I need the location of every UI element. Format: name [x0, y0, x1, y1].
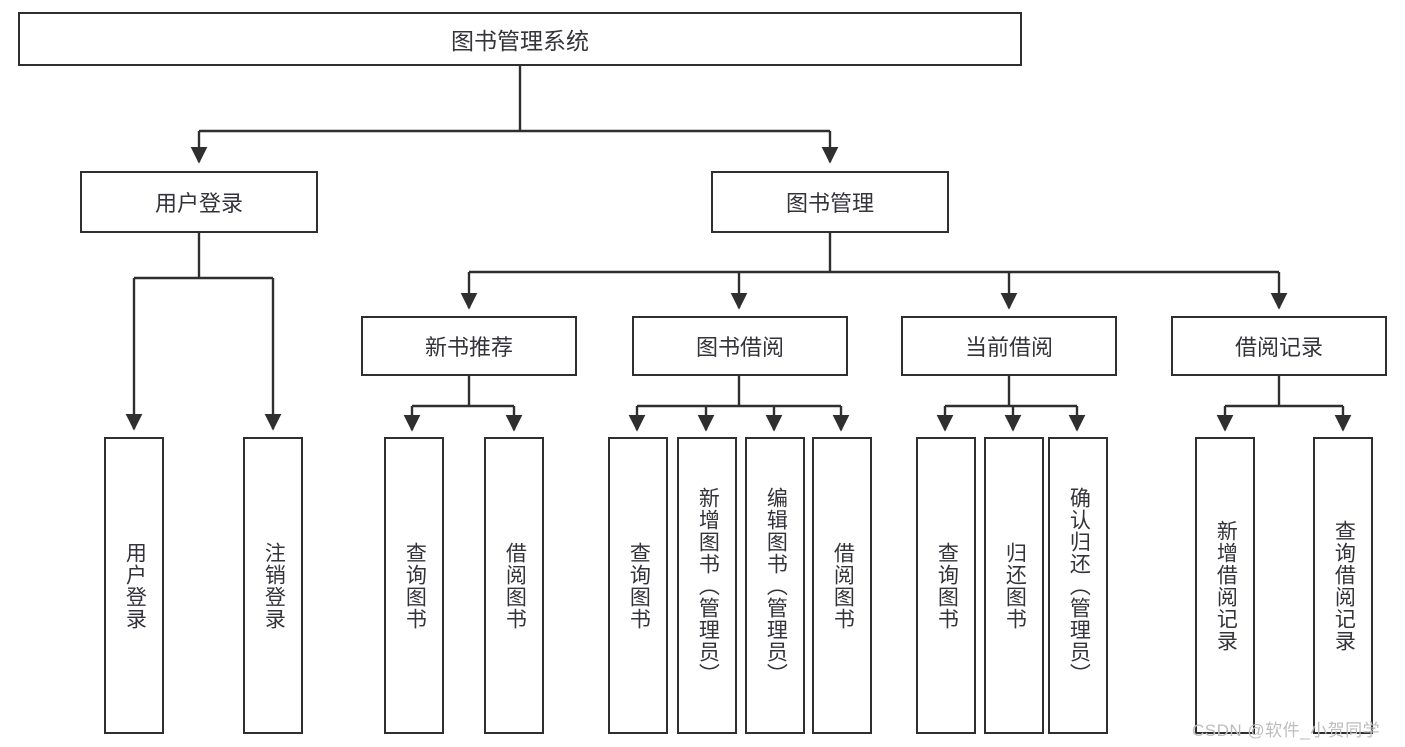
csdn-watermark: CSDN @软件_小贺同学: [1192, 721, 1381, 740]
node-new-book-recommend[interactable]: 新书推荐: [361, 316, 577, 376]
node-label: 新书推荐: [424, 335, 513, 360]
node-label: 当前借阅: [964, 335, 1053, 360]
node-label: 查询图书: [627, 541, 651, 630]
node-label: 新增借阅记录: [1214, 519, 1238, 652]
leaf-borrow-book-recommend[interactable]: 借阅图书: [484, 437, 544, 734]
leaf-add-book-admin[interactable]: 新增图书（管理员）: [677, 437, 737, 734]
node-label: 查询图书: [935, 541, 959, 630]
leaf-query-borrow-record[interactable]: 查询借阅记录: [1313, 437, 1373, 734]
node-label: 注销登录: [262, 541, 286, 630]
leaf-query-book-current[interactable]: 查询图书: [916, 437, 976, 734]
node-label: 借阅图书: [503, 541, 527, 630]
node-label: 查询借阅记录: [1332, 519, 1356, 652]
node-label: 图书管理系统: [451, 28, 589, 54]
leaf-user-login[interactable]: 用户登录: [104, 437, 164, 734]
leaf-borrow-book[interactable]: 借阅图书: [812, 437, 872, 734]
node-root-book-management-system[interactable]: 图书管理系统: [18, 12, 1022, 66]
node-label: 用户登录: [154, 191, 243, 216]
node-book-management[interactable]: 图书管理: [711, 171, 949, 233]
leaf-return-book[interactable]: 归还图书: [984, 437, 1044, 734]
leaf-user-logout[interactable]: 注销登录: [243, 437, 303, 734]
node-label: 归还图书: [1003, 541, 1027, 630]
leaf-confirm-return-admin[interactable]: 确认归还（管理员）: [1048, 437, 1108, 734]
node-current-borrow[interactable]: 当前借阅: [901, 316, 1117, 376]
leaf-edit-book-admin[interactable]: 编辑图书（管理员）: [745, 437, 805, 734]
node-user-login[interactable]: 用户登录: [80, 171, 318, 233]
node-label: 图书借阅: [695, 335, 784, 360]
node-label: 借阅图书: [831, 541, 855, 630]
node-label: 用户登录: [123, 541, 147, 630]
node-label: 编辑图书（管理员）: [764, 486, 788, 685]
node-label: 确认归还（管理员）: [1067, 486, 1091, 685]
node-label: 借阅记录: [1234, 335, 1323, 360]
node-label: 查询图书: [403, 541, 427, 630]
leaf-add-borrow-record[interactable]: 新增借阅记录: [1195, 437, 1255, 734]
node-borrow-record[interactable]: 借阅记录: [1171, 316, 1387, 376]
leaf-query-book-borrow[interactable]: 查询图书: [608, 437, 668, 734]
node-label: 图书管理: [785, 191, 874, 216]
leaf-query-book-recommend[interactable]: 查询图书: [384, 437, 444, 734]
node-label: 新增图书（管理员）: [696, 486, 720, 685]
node-book-borrow[interactable]: 图书借阅: [632, 316, 848, 376]
